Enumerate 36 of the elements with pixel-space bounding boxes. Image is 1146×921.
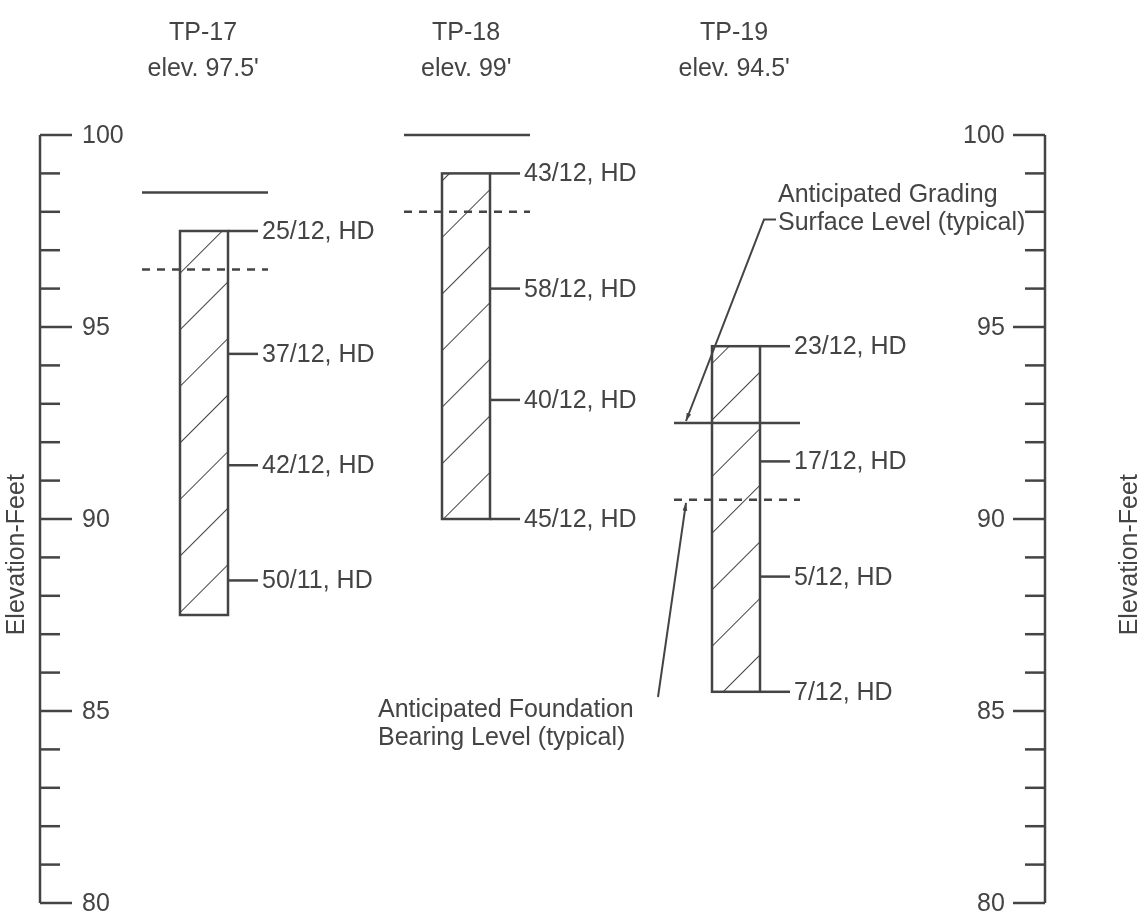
blow-count: 58/12, HD xyxy=(524,274,637,303)
blow-count: 43/12, HD xyxy=(524,159,637,187)
axis-tick-label: 80 xyxy=(977,889,1005,917)
blow-count: 50/11, HD xyxy=(262,566,373,594)
blow-count: 40/12, HD xyxy=(524,385,637,414)
axis-tick-label: 90 xyxy=(977,505,1005,533)
pit-elevation: elev. 94.5' xyxy=(678,54,790,82)
axis-tick-label: 95 xyxy=(82,313,110,341)
axis-tick-label: 80 xyxy=(82,889,110,917)
pit-elevation: elev. 97.5' xyxy=(147,54,259,82)
blow-count: 5/12, HD xyxy=(794,562,893,591)
pit-name: TP-17 xyxy=(169,18,238,46)
blow-count: 42/12, HD xyxy=(262,451,375,479)
axis-title: Elevation-Feet xyxy=(1114,474,1142,636)
axis-tick-label: 85 xyxy=(82,697,110,725)
pit-name: TP-19 xyxy=(700,18,769,46)
pit-elevation: elev. 99' xyxy=(421,54,512,82)
leader-line xyxy=(657,501,688,698)
grading-surface-line xyxy=(674,421,800,425)
axis-tick-label: 95 xyxy=(977,313,1005,341)
axis-title: Elevation-Feet xyxy=(1,474,29,636)
axis-tick-label: 90 xyxy=(82,505,110,533)
blow-count: 17/12, HD xyxy=(794,447,907,475)
callout-text: Anticipated Foundation Bearing Level (typical) xyxy=(378,695,718,750)
axis-tick-label: 85 xyxy=(977,697,1005,725)
blow-count: 45/12, HD xyxy=(524,505,637,533)
blow-count: 25/12, HD xyxy=(262,217,375,245)
blow-count: 37/12, HD xyxy=(262,339,375,368)
axis-tick-label: 100 xyxy=(82,121,124,149)
blow-count: 7/12, HD xyxy=(794,677,893,706)
pit-name: TP-18 xyxy=(432,18,501,46)
blow-count: 23/12, HD xyxy=(794,332,907,360)
foundation-bearing-line xyxy=(674,498,800,502)
axis-tick-label: 100 xyxy=(963,121,1005,149)
callout-text: Anticipated Grading Surface Level (typical) xyxy=(778,180,1068,235)
leader-line xyxy=(685,218,777,422)
